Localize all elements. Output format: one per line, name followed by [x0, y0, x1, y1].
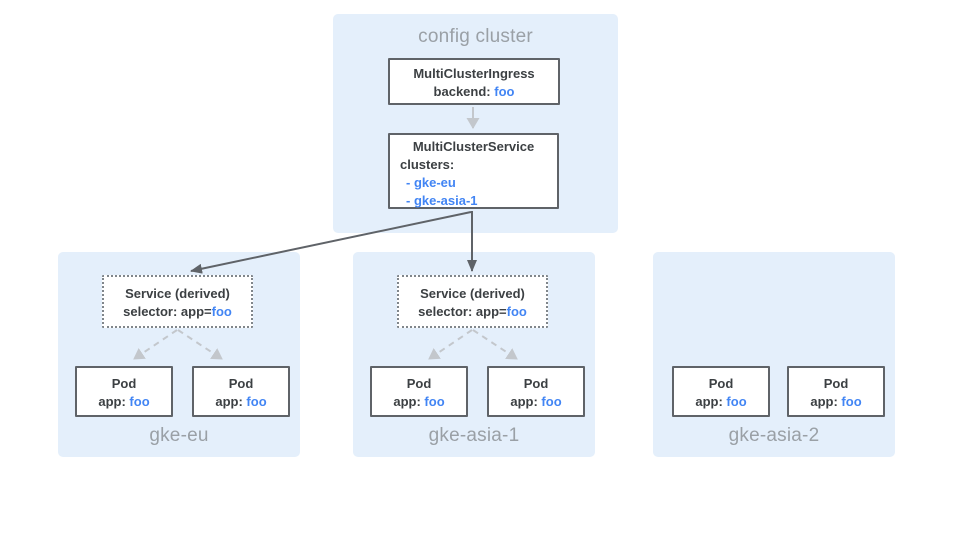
- cluster-panel-gke-asia-1: gke-asia-1: [353, 252, 595, 457]
- mci-backend-value: foo: [494, 84, 515, 99]
- mcs-clusters-label: clusters:: [400, 157, 455, 172]
- cluster-label-gke-asia-1: gke-asia-1: [428, 425, 520, 446]
- pod-box-gke-asia-2-2: Pod app: foo: [787, 366, 885, 417]
- dashed-arrow-gke-asia-1-service-to-pod-2: [472, 329, 518, 360]
- pod-box-gke-eu-2: Pod app: foo: [192, 366, 290, 417]
- mcs-title: MultiClusterService: [412, 139, 535, 154]
- dashed-arrow-gke-asia-1-service-to-pod-1: [428, 329, 473, 360]
- pod-app-value: foo: [541, 394, 562, 409]
- pod-title: Pod: [823, 376, 849, 391]
- pod-title: Pod: [228, 376, 254, 391]
- pod-title: Pod: [406, 376, 432, 391]
- pod-app-prefix: app:: [810, 394, 842, 409]
- mcs-cluster-item-gke-asia-1: - gke-asia-1: [406, 193, 478, 208]
- cluster-label-gke-asia-2: gke-asia-2: [728, 425, 820, 446]
- multi-cluster-service-box: MultiClusterService clusters: - gke-eu -…: [388, 133, 559, 209]
- dashed-arrow-gke-eu-service-to-pod-2: [177, 329, 223, 360]
- pod-app-value: foo: [726, 394, 747, 409]
- pod-title: Pod: [523, 376, 549, 391]
- pod-app-value: foo: [129, 394, 150, 409]
- pod-app-value: foo: [246, 394, 267, 409]
- mci-backend-prefix: backend:: [433, 84, 495, 99]
- multi-cluster-ingress-box: MultiClusterIngress backend: foo: [388, 58, 560, 105]
- pod-app-prefix: app:: [98, 394, 130, 409]
- pod-box-gke-asia-1-1: Pod app: foo: [370, 366, 468, 417]
- pod-box-gke-eu-1: Pod app: foo: [75, 366, 173, 417]
- arrow-mcs-to-gke-eu-service: [190, 211, 472, 274]
- config-cluster-label: config cluster: [418, 26, 533, 47]
- service-selector-value: foo: [506, 304, 527, 319]
- service-selector-prefix: selector: app=: [123, 304, 212, 319]
- service-title: Service (derived): [420, 286, 525, 301]
- pod-app-value: foo: [424, 394, 445, 409]
- pod-box-gke-asia-1-2: Pod app: foo: [487, 366, 585, 417]
- pod-title: Pod: [111, 376, 137, 391]
- derived-service-box-gke-asia-1: Service (derived) selector: app=foo: [397, 275, 548, 328]
- service-selector-prefix: selector: app=: [418, 304, 507, 319]
- pod-app-prefix: app:: [510, 394, 542, 409]
- pod-title: Pod: [708, 376, 734, 391]
- cluster-label-gke-eu: gke-eu: [149, 425, 209, 446]
- mcs-cluster-item-gke-eu: - gke-eu: [406, 175, 456, 190]
- pod-app-prefix: app:: [393, 394, 425, 409]
- service-selector-value: foo: [211, 304, 232, 319]
- pod-box-gke-asia-2-1: Pod app: foo: [672, 366, 770, 417]
- pod-app-value: foo: [841, 394, 862, 409]
- mci-title: MultiClusterIngress: [413, 66, 535, 81]
- pod-app-prefix: app:: [215, 394, 247, 409]
- pod-app-prefix: app:: [695, 394, 727, 409]
- cluster-panel-gke-asia-2: gke-asia-2: [653, 252, 895, 457]
- derived-service-box-gke-eu: Service (derived) selector: app=foo: [102, 275, 253, 328]
- dashed-arrow-gke-eu-service-to-pod-1: [133, 329, 178, 360]
- service-title: Service (derived): [125, 286, 230, 301]
